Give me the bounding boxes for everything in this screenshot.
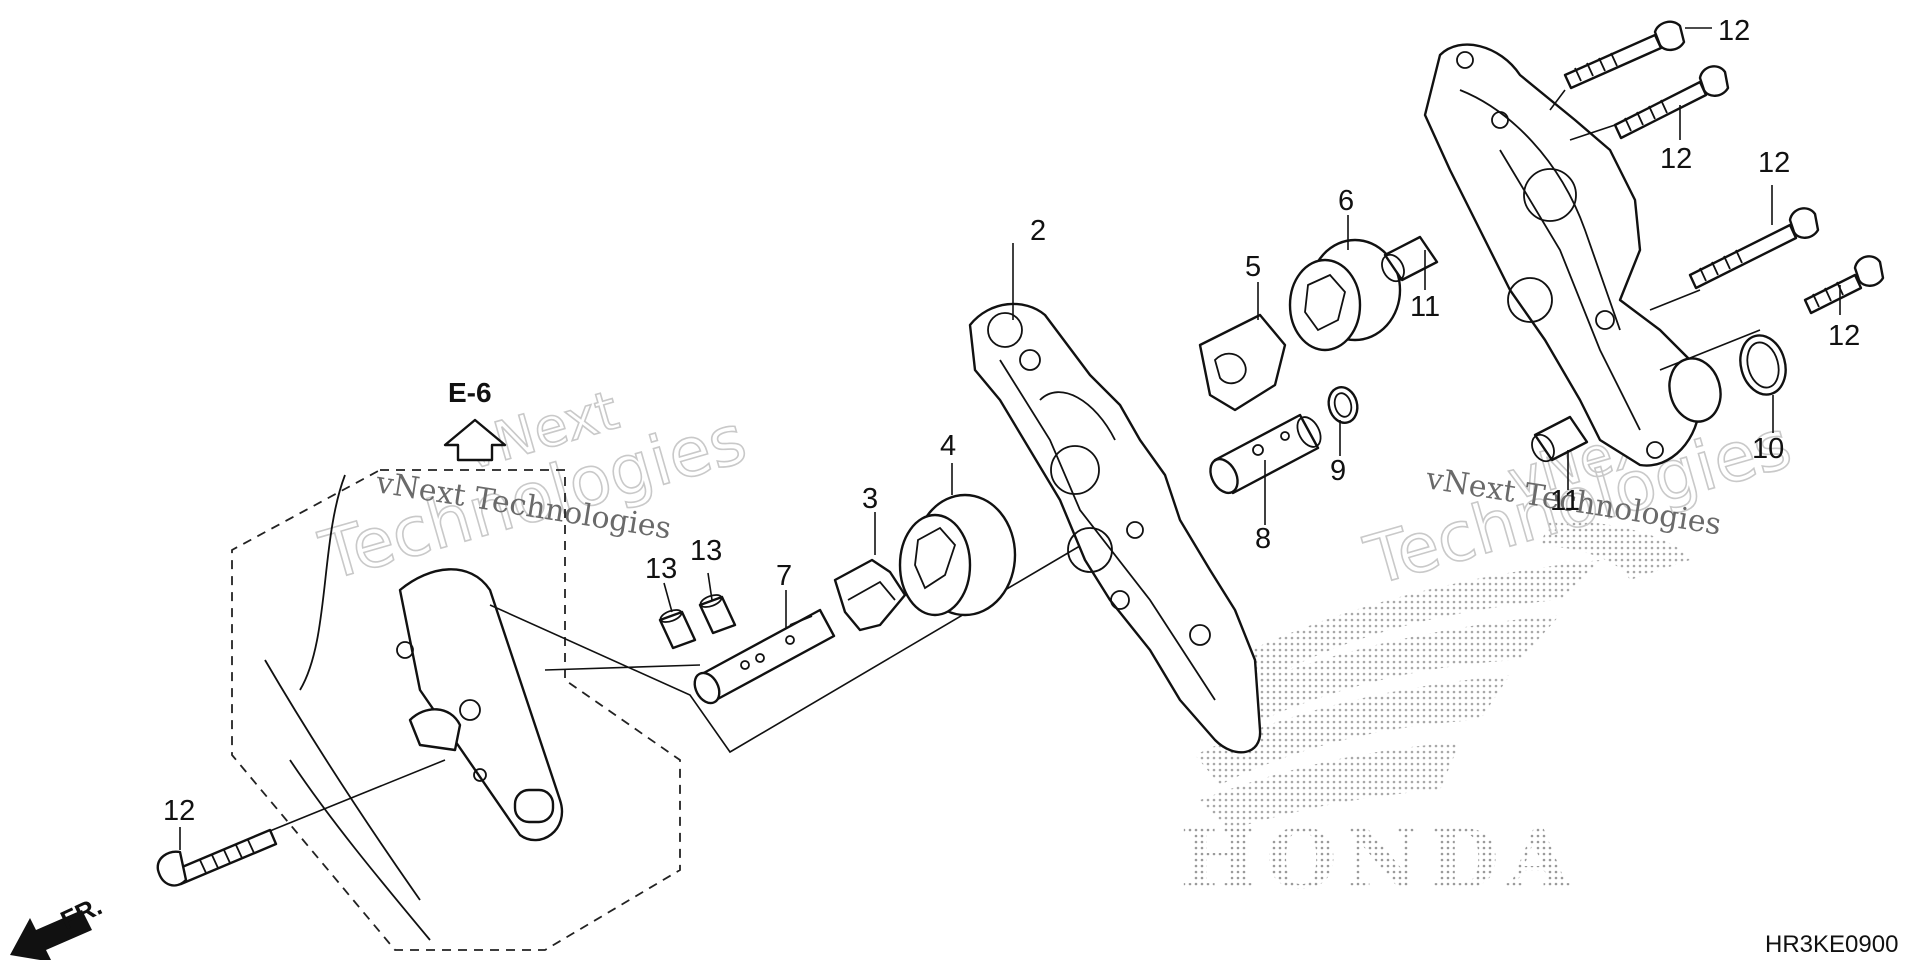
callout-labels: 2 3 4 5 6 7 8 9 10 11 11 12 12 12 12 12 … [163, 15, 1860, 827]
callout-7: 7 [776, 560, 792, 592]
bolt-12-lower[interactable] [156, 759, 446, 887]
callout-3: 3 [862, 483, 878, 515]
svg-text:E-6: E-6 [448, 377, 492, 408]
dowel-collar-11-upper[interactable] [1378, 235, 1439, 285]
pump-shaft-7[interactable] [690, 608, 836, 707]
outer-rotor-6[interactable] [1288, 238, 1402, 352]
bolt-12-top[interactable] [1563, 20, 1686, 90]
honda-brand-lettering: HONDA [1180, 812, 1579, 908]
callout-8: 8 [1255, 523, 1271, 555]
callout-9: 9 [1330, 455, 1346, 487]
bolt-12-second[interactable] [1613, 65, 1730, 140]
front-arrow-icon [10, 910, 92, 960]
honda-wing-logo [1195, 520, 1690, 830]
inner-rotor-5[interactable] [1198, 313, 1287, 412]
callout-5: 5 [1245, 251, 1261, 283]
reference-e6[interactable]: E-6 [443, 377, 507, 462]
callout-12-fourth: 12 [1828, 320, 1860, 352]
watermark-left: vNext Technologies vNext Technologies [311, 378, 755, 598]
pump-cover[interactable] [1423, 43, 1727, 467]
dowel-pin-13b[interactable] [698, 593, 737, 635]
callout-4: 4 [940, 430, 956, 462]
up-arrow-icon [443, 418, 507, 462]
dowel-pin-13a[interactable] [658, 608, 697, 650]
outer-rotor-4[interactable] [898, 493, 1017, 617]
o-ring-10[interactable] [1734, 330, 1792, 399]
dowel-collar-11-lower[interactable] [1528, 415, 1589, 465]
callout-13a: 13 [645, 553, 677, 585]
o-ring-9[interactable] [1325, 384, 1361, 426]
bolt-12-third[interactable] [1688, 207, 1820, 290]
callout-12-lower: 12 [163, 795, 195, 827]
callout-11-lower: 11 [1550, 485, 1580, 517]
diagram-code: HR3KE0900 [1765, 931, 1898, 958]
callout-leaders [179, 27, 1841, 850]
guide-line-cover-b [1659, 329, 1761, 371]
callout-11-upper: 11 [1410, 291, 1440, 323]
bolt-12-fourth[interactable] [1803, 255, 1885, 315]
guide-line-cover-d [1569, 124, 1616, 141]
callout-10: 10 [1752, 433, 1784, 465]
callout-13b: 13 [690, 535, 722, 567]
pump-body-2[interactable] [968, 302, 1262, 754]
guide-line-cover-c [1549, 89, 1566, 111]
inner-rotor-3[interactable] [833, 558, 907, 632]
relief-valve-8[interactable] [1205, 413, 1325, 497]
callout-12-second: 12 [1660, 143, 1692, 175]
front-direction-indicator: FR. [10, 891, 107, 960]
callout-12-third: 12 [1758, 147, 1790, 179]
guide-line-cover-a [1649, 289, 1701, 311]
guide-line [489, 539, 1091, 754]
crankcase-reference-outline [231, 469, 681, 951]
callout-6: 6 [1338, 185, 1354, 217]
callout-2: 2 [1030, 215, 1046, 247]
guide-line-lower [544, 664, 701, 671]
callout-12-top: 12 [1718, 15, 1750, 47]
